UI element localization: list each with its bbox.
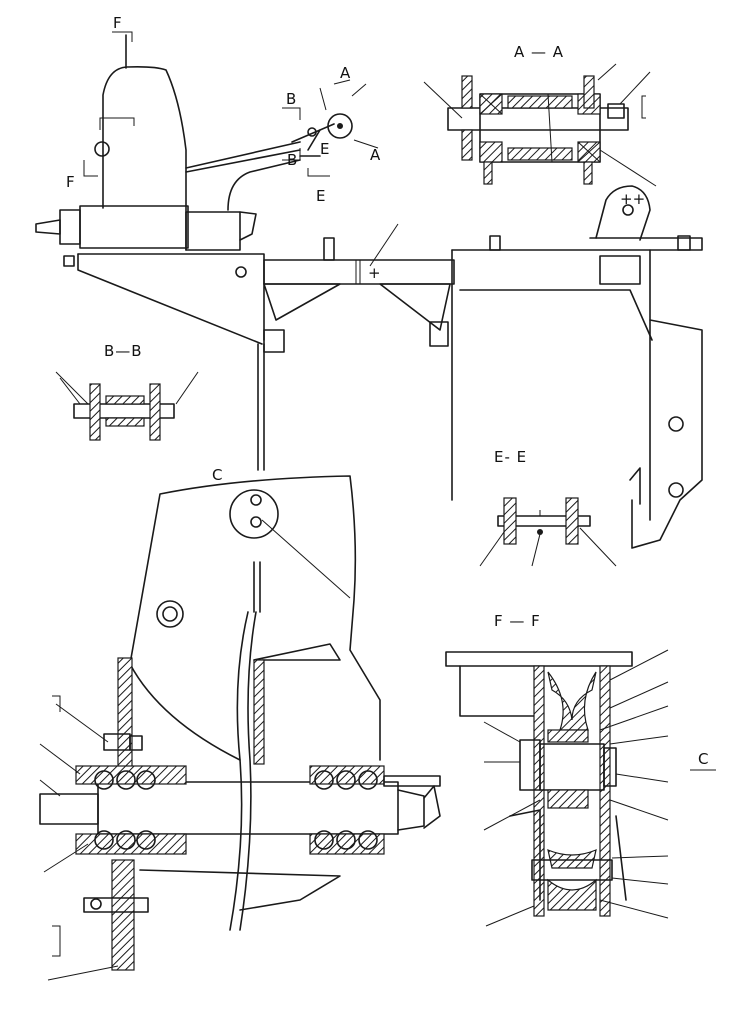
label-f-top: F <box>113 14 122 32</box>
main-elevation-view: F F A A B B <box>35 14 703 549</box>
label-b-mid: B <box>287 151 297 169</box>
svg-text:+: + <box>368 264 381 282</box>
label-e-bottom: E <box>316 187 325 205</box>
label-f-left: F <box>66 173 75 191</box>
section-e-e: E- E <box>479 448 617 567</box>
section-f-f: F — F C <box>445 612 716 927</box>
section-a-a: A — A <box>423 43 657 187</box>
svg-text:++: ++ <box>620 190 645 208</box>
label-b-top: B <box>286 90 296 108</box>
label-a-top: A <box>340 64 351 82</box>
label-view-c-ref: C <box>698 750 708 768</box>
label-e-mid: E <box>320 140 329 158</box>
section-b-b: B—B <box>55 342 199 441</box>
section-title-e-e: E- E <box>494 448 527 466</box>
section-title-f-f: F — F <box>494 612 541 630</box>
label-a-bottom: A <box>370 146 381 164</box>
detail-view-c: C <box>39 466 441 981</box>
section-title-a-a: A — A <box>514 43 564 61</box>
label-view-c: C <box>212 466 222 484</box>
section-title-b-b: B—B <box>104 342 143 360</box>
